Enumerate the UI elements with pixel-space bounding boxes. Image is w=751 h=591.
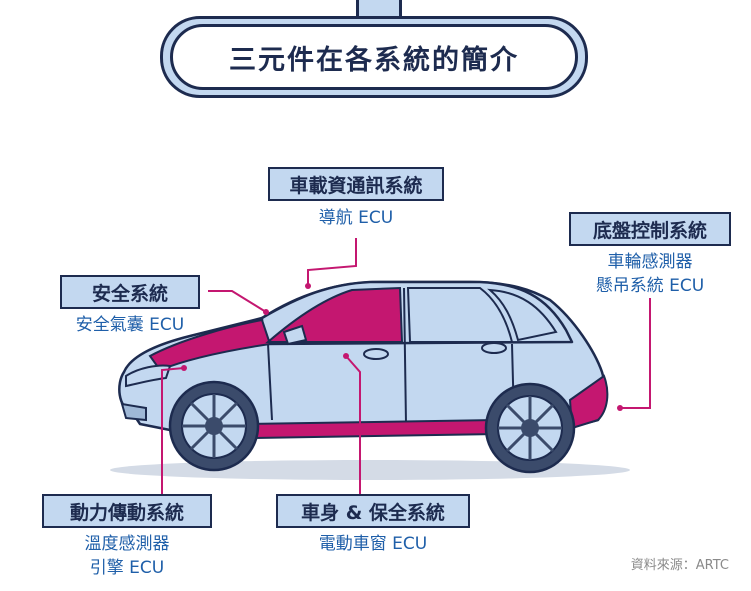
rear-wheel xyxy=(484,382,576,474)
front-wheel xyxy=(168,380,260,472)
item-infotainment-0: 導航 ECU xyxy=(318,208,394,228)
page-title: 三元件在各系統的簡介 xyxy=(170,24,578,90)
rear-quarter-window xyxy=(487,288,558,342)
leader-safety xyxy=(208,290,267,313)
item-body-0: 電動車窗 ECU xyxy=(318,534,428,554)
side-mirror xyxy=(282,324,308,346)
leader-infotainment xyxy=(307,238,357,286)
rocker-highlight xyxy=(248,418,500,440)
item-safety-0: 安全氣囊 ECU xyxy=(75,315,185,335)
label-chassis: 底盤控制系統 xyxy=(569,212,731,246)
item-chassis-0: 車輪感測器 xyxy=(607,252,693,272)
hood-highlight xyxy=(148,318,272,372)
leader-dots xyxy=(181,283,623,411)
rear-window xyxy=(406,287,514,343)
label-safety: 安全系統 xyxy=(60,275,200,309)
front-grille xyxy=(120,402,147,422)
leader-lines xyxy=(161,238,651,496)
source-note: 資料來源：ARTC xyxy=(630,558,729,573)
headlight xyxy=(125,364,172,388)
leader-chassis xyxy=(620,298,651,409)
leader-powertrain xyxy=(161,367,185,496)
rear-door-handle xyxy=(481,342,507,354)
item-powertrain-0: 溫度感測器 xyxy=(84,534,170,554)
rear-bumper-highlight xyxy=(568,374,609,430)
label-body: 車身 & 保全系統 xyxy=(276,494,470,528)
label-powertrain: 動力傳動系統 xyxy=(42,494,212,528)
item-chassis-1: 懸吊系統 ECU xyxy=(595,276,705,296)
item-powertrain-1: 引擎 ECU xyxy=(89,558,165,578)
front-door-handle xyxy=(363,348,389,360)
leader-body xyxy=(345,355,361,496)
ground-shadow xyxy=(110,460,630,480)
label-infotainment: 車載資通訊系統 xyxy=(268,167,444,201)
